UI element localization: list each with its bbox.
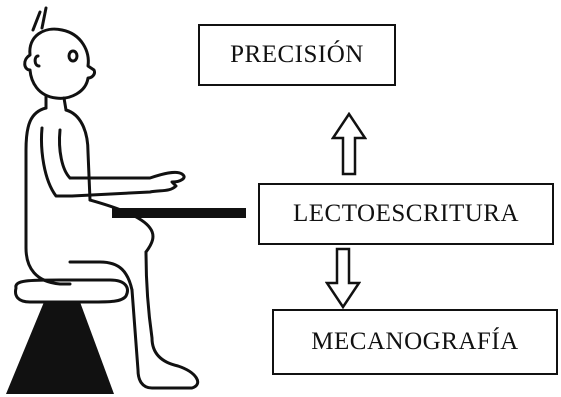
- eye: [69, 51, 77, 61]
- lower-leg: [132, 252, 198, 388]
- stool-base: [6, 302, 114, 394]
- hair-strand: [33, 12, 40, 30]
- calf-back: [70, 262, 132, 290]
- upper-arm-inner: [59, 130, 70, 178]
- stool-seat: [16, 280, 128, 302]
- thigh: [90, 200, 153, 252]
- arrow-up-icon: [331, 112, 367, 176]
- upper-arm: [42, 128, 72, 196]
- lectoescritura-box: LECTOESCRITURA: [258, 183, 554, 245]
- chest: [66, 110, 90, 200]
- desk: [112, 208, 246, 218]
- hair-strand: [42, 8, 46, 28]
- precision-box: PRECISIÓN: [198, 24, 396, 86]
- mecanografia-label: MECANOGRAFÍA: [311, 328, 518, 356]
- mecanografia-box: MECANOGRAFÍA: [272, 309, 558, 375]
- forearm: [70, 172, 184, 196]
- precision-label: PRECISIÓN: [230, 41, 364, 69]
- ear: [35, 56, 39, 66]
- arrow-down-icon: [325, 247, 361, 309]
- lectoescritura-label: LECTOESCRITURA: [293, 200, 519, 228]
